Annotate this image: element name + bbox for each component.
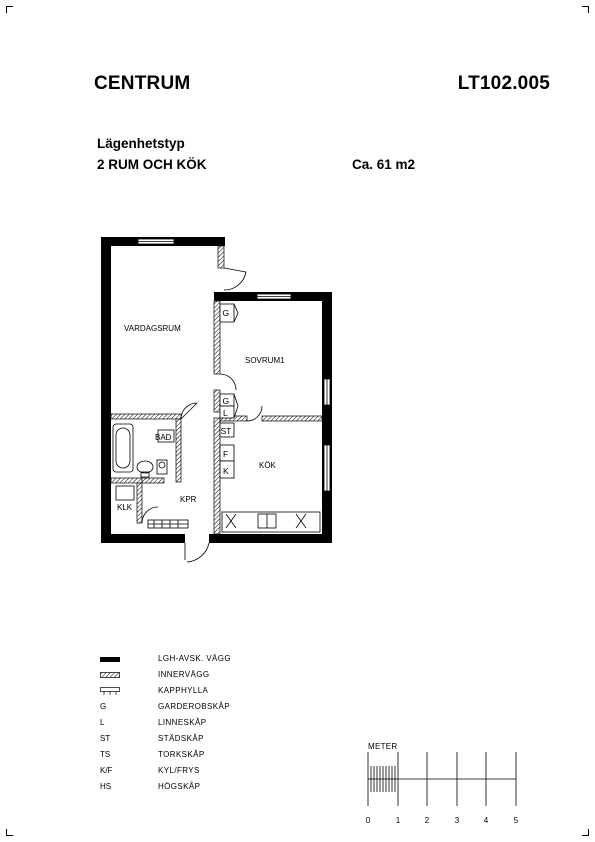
coat-shelf-icon — [100, 686, 120, 696]
room-label-bath: BAD — [155, 433, 172, 442]
kitchen-counter — [221, 511, 321, 533]
cabinet-g-bedroom-label: G — [223, 308, 230, 318]
scale-tick-label: 0 — [365, 816, 371, 825]
cabinet-st-hall — [219, 422, 235, 438]
apartment-type-value: 2 RUM OCH KÖK — [97, 157, 207, 172]
cabinet-l-hall-label: L — [223, 408, 228, 418]
legend-symbol: K/F — [100, 766, 113, 775]
cabinet-l-hall — [219, 405, 235, 419]
hatched-wall-icon — [100, 670, 120, 680]
cabinet-k-kitchen — [219, 460, 235, 479]
legend-label: LGH-AVSK. VÄGG — [158, 654, 232, 663]
legend-symbol: TS — [100, 750, 111, 759]
legend-symbol: ST — [100, 734, 111, 743]
cabinet-k-kitchen-label: K — [223, 466, 229, 476]
legend-label: GARDEROBSKÅP — [158, 702, 230, 711]
cabinet-f-kitchen-label: F — [223, 449, 228, 459]
legend-label: STÄDSKÅP — [158, 734, 204, 743]
legend-label: INNERVÄGG — [158, 670, 210, 679]
legend-label: TORKSKÅP — [158, 750, 205, 759]
cabinet-g-hall-label: G — [223, 396, 230, 406]
room-label-bedroom: SOVRUM1 — [245, 356, 285, 365]
scale-tick-label: 3 — [454, 816, 460, 825]
crop-mark-bottom-left — [6, 829, 13, 836]
room-label-hall: KPR — [180, 495, 197, 504]
crop-mark-top-right — [582, 6, 589, 13]
solid-wall-icon — [100, 654, 120, 664]
windows — [137, 238, 331, 492]
scale-tick-label: 5 — [513, 816, 519, 825]
scale-tick-label: 4 — [483, 816, 489, 825]
room-label-living: VARDAGSRUM — [124, 324, 181, 333]
scale-tick-label: 1 — [395, 816, 401, 825]
crop-mark-top-left — [6, 6, 13, 13]
doors — [141, 267, 263, 563]
area-name: CENTRUM — [94, 73, 191, 94]
cabinet-st-hall-label: ST — [221, 426, 232, 436]
legend-label: KYL/FRYS — [158, 766, 200, 775]
bathroom-fixtures — [112, 423, 175, 501]
scale-subdivisions — [370, 766, 396, 792]
apartment-type-label: Lägenhetstyp — [97, 136, 185, 151]
legend-symbol: G — [100, 702, 107, 711]
room-labels: VARDAGSRUM SOVRUM1 KÖK BAD KPR KLK — [117, 324, 285, 512]
coat-shelf — [147, 519, 189, 529]
cabinet-g-bedroom — [219, 303, 235, 323]
interior-walls — [110, 245, 323, 535]
room-label-kitchen: KÖK — [259, 461, 277, 470]
cabinets — [219, 303, 239, 479]
legend-label: KAPPHYLLA — [158, 686, 209, 695]
legend-symbol: HS — [100, 782, 112, 791]
scale-tick-label: 2 — [424, 816, 430, 825]
crop-mark-bottom-right — [582, 829, 589, 836]
plan-code: LT102.005 — [457, 73, 550, 94]
scale-title: METER — [368, 742, 398, 751]
scale-bar — [367, 752, 517, 806]
legend-label: HÖGSKÅP — [158, 782, 201, 791]
cabinet-labels: G G L ST F K — [221, 308, 232, 476]
room-label-closet: KLK — [117, 503, 133, 512]
legend-symbol: L — [100, 718, 105, 727]
apartment-size: Ca. 61 m2 — [352, 157, 416, 172]
legend-label: LINNESKÅP — [158, 718, 207, 727]
